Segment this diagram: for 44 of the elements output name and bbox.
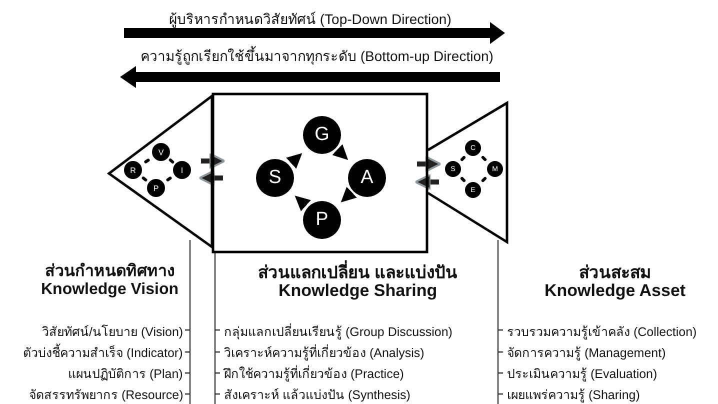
dot-connector [481, 156, 487, 162]
exchange-arrow [414, 174, 439, 190]
list-item: วิสัยทัศน์/นโยบาย (Vision) [42, 324, 184, 341]
section-heading: Knowledge Vision [41, 281, 178, 299]
letter-circle: G [303, 116, 341, 154]
letter-circle: A [348, 159, 386, 197]
direction-label: ผู้บริหารกำหนดวิสัยทัศน์ (Top-Down Direction) [169, 10, 452, 30]
exchange-arrow [201, 152, 226, 170]
dot-connector [460, 176, 466, 182]
dot-connector [142, 176, 148, 182]
list-item: เผยแพร่ความรู้ (Sharing) [507, 387, 640, 404]
dot-connector [144, 158, 150, 164]
list-item: จัดสรรทรัพยากร (Resource) [29, 387, 184, 404]
letter-circle: P [303, 201, 341, 239]
direction-label: ความรู้ถูกเรียกใช้ขึ้นมาจากทุกระดับ (Bottom-up Direction) [140, 45, 494, 67]
list-item: จัดการความรู้ (Management) [507, 345, 666, 362]
list-item: วิเคราะห์ความรู้ที่เกี่ยวข้อง (Analysis) [224, 343, 424, 362]
dot-connector [460, 156, 466, 162]
list-item: ฝึกใช้ความรู้ที่เกี่ยวข้อง (Practice) [224, 364, 404, 384]
arrow [286, 153, 302, 169]
list-item: แผนปฏิบัติการ (Plan) [68, 366, 183, 383]
letter-circle: I [173, 161, 191, 179]
rectangle-box [212, 93, 428, 253]
triangle-shape [108, 95, 212, 248]
list-item: กลุ่มแลกเปลี่ยนเรียนรู้ (Group Discussion) [224, 322, 452, 342]
dot-connector [166, 176, 172, 182]
arrow [340, 186, 357, 202]
section-heading: ส่วนสะสม [579, 262, 651, 284]
letter-circle: R [124, 161, 142, 179]
arrow [294, 196, 311, 212]
list-item: รวบรวมความรู้เข้าคลัง (Collection) [507, 324, 697, 342]
letter-circle: P [147, 179, 165, 197]
exchange-arrow [198, 170, 223, 186]
letter-circle: S [256, 159, 294, 197]
list-item: ประเมินความรู้ (Evaluation) [507, 366, 658, 384]
dot-connector [168, 158, 174, 164]
section-heading: Knowledge Asset [544, 281, 686, 301]
dot-connector [481, 176, 487, 182]
section-heading: ส่วนกำหนดทิศทาง [45, 262, 175, 282]
letter-circle: V [152, 143, 170, 161]
list-item: ตัวบ่งชี้ความสำเร็จ (Indicator) [23, 343, 183, 363]
arrow [332, 144, 348, 160]
list-item: สังเคราะห์ แล้วแบ่งปัน (Synthesis) [224, 387, 410, 404]
exchange-arrow [417, 156, 442, 172]
